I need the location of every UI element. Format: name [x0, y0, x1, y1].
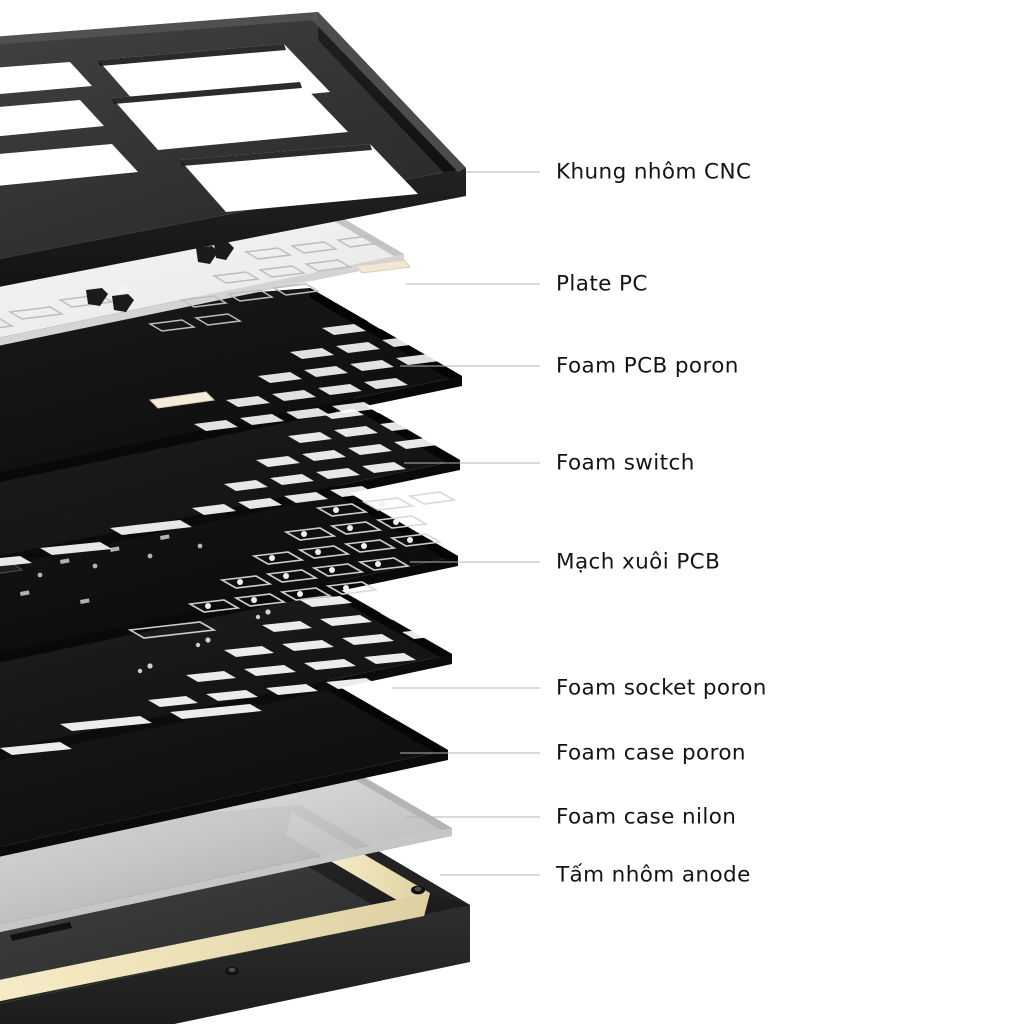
- label-switch-foam: Foam switch: [556, 450, 695, 476]
- label-case-foam-poron: Foam case poron: [556, 740, 746, 766]
- label-socket-foam-poron: Foam socket poron: [556, 675, 767, 701]
- leader-line-socket-foam-poron: [392, 687, 540, 689]
- leader-line-cnc-aluminum-frame: [466, 171, 540, 173]
- leader-line-pcb: [410, 561, 540, 563]
- label-case-foam-nylon: Foam case nilon: [556, 804, 737, 830]
- label-pcb-foam-poron: Foam PCB poron: [556, 353, 739, 379]
- leader-line-anodized-aluminum-tray: [440, 874, 540, 876]
- layer-cnc-aluminum-frame: [0, 12, 466, 287]
- label-pcb: Mạch xuôi PCB: [556, 549, 721, 575]
- label-cnc-aluminum-frame: Khung nhôm CNC: [556, 159, 752, 185]
- leader-line-pcb-foam-poron: [400, 365, 540, 367]
- leader-line-case-foam-poron: [400, 752, 540, 754]
- label-anodized-aluminum-tray: Tấm nhôm anode: [556, 862, 751, 888]
- leader-line-case-foam-nylon: [406, 816, 540, 818]
- leader-line-pc-plate: [406, 283, 540, 285]
- leader-line-switch-foam: [404, 462, 540, 464]
- label-pc-plate: Plate PC: [556, 271, 648, 297]
- layer-pcb-foam-poron: [0, 288, 462, 483]
